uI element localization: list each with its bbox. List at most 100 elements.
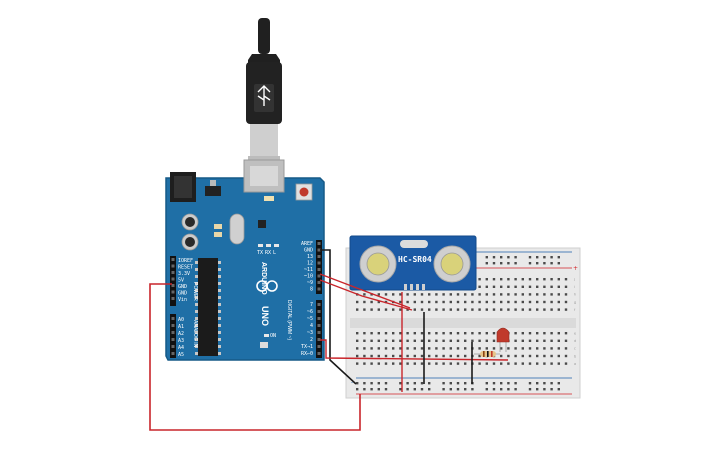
breadboard-hole[interactable] bbox=[392, 347, 395, 350]
breadboard-hole[interactable] bbox=[550, 285, 553, 288]
breadboard-hole[interactable] bbox=[456, 347, 460, 350]
breadboard-hole[interactable] bbox=[521, 332, 524, 335]
breadboard-hole[interactable] bbox=[471, 293, 474, 296]
breadboard-hole[interactable] bbox=[550, 382, 553, 385]
breadboard-hole[interactable] bbox=[363, 388, 366, 391]
breadboard-hole[interactable] bbox=[550, 293, 553, 296]
breadboard-hole[interactable] bbox=[492, 256, 496, 259]
breadboard-hole[interactable] bbox=[471, 332, 474, 335]
breadboard-hole[interactable] bbox=[435, 293, 438, 296]
breadboard-hole[interactable] bbox=[528, 262, 532, 265]
breadboard-hole[interactable] bbox=[500, 308, 503, 311]
breadboard-hole[interactable] bbox=[384, 388, 388, 391]
breadboard-hole[interactable] bbox=[507, 293, 510, 296]
breadboard-hole[interactable] bbox=[406, 308, 409, 311]
breadboard-hole[interactable] bbox=[370, 308, 373, 311]
breadboard-hole[interactable] bbox=[507, 388, 510, 391]
breadboard-hole[interactable] bbox=[528, 347, 532, 350]
analog-pin[interactable] bbox=[171, 331, 175, 334]
analog-pin[interactable] bbox=[171, 317, 175, 320]
wire-gnd-black[interactable] bbox=[320, 249, 357, 385]
breadboard-hole[interactable] bbox=[428, 300, 431, 304]
breadboard-hole[interactable] bbox=[557, 300, 560, 304]
breadboard-hole[interactable] bbox=[543, 285, 546, 288]
breadboard-hole[interactable] bbox=[449, 347, 452, 350]
breadboard-hole[interactable] bbox=[363, 354, 366, 358]
breadboard-hole[interactable] bbox=[356, 354, 359, 358]
breadboard-hole[interactable] bbox=[370, 388, 373, 391]
digital-pin[interactable] bbox=[317, 345, 321, 348]
breadboard-hole[interactable] bbox=[550, 278, 553, 281]
breadboard-hole[interactable] bbox=[420, 300, 424, 304]
breadboard-hole[interactable] bbox=[550, 332, 553, 335]
digital-pin[interactable] bbox=[317, 261, 321, 265]
breadboard-hole[interactable] bbox=[557, 382, 560, 385]
breadboard-hole[interactable] bbox=[507, 262, 510, 265]
breadboard-hole[interactable] bbox=[485, 347, 488, 350]
breadboard-hole[interactable] bbox=[492, 300, 496, 304]
breadboard-hole[interactable] bbox=[464, 339, 467, 342]
breadboard-hole[interactable] bbox=[528, 300, 532, 304]
breadboard-hole[interactable] bbox=[420, 347, 424, 350]
breadboard-hole[interactable] bbox=[356, 300, 359, 304]
analog-pin[interactable] bbox=[171, 324, 175, 327]
analog-pin[interactable] bbox=[171, 338, 175, 341]
breadboard-hole[interactable] bbox=[485, 339, 488, 342]
breadboard-hole[interactable] bbox=[536, 300, 539, 304]
breadboard-hole[interactable] bbox=[528, 332, 532, 335]
breadboard-hole[interactable] bbox=[564, 339, 568, 342]
digital-pin[interactable] bbox=[317, 338, 321, 341]
breadboard-hole[interactable] bbox=[485, 388, 488, 391]
breadboard-hole[interactable] bbox=[406, 354, 409, 358]
breadboard-hole[interactable] bbox=[413, 382, 416, 385]
breadboard-hole[interactable] bbox=[377, 308, 380, 311]
breadboard-hole[interactable] bbox=[557, 308, 560, 311]
breadboard-hole[interactable] bbox=[413, 362, 416, 365]
breadboard-hole[interactable] bbox=[485, 256, 488, 259]
digital-pin[interactable] bbox=[317, 248, 321, 252]
breadboard-hole[interactable] bbox=[557, 293, 560, 296]
breadboard-hole[interactable] bbox=[413, 308, 416, 311]
breadboard-hole[interactable] bbox=[528, 278, 532, 281]
breadboard-hole[interactable] bbox=[449, 382, 452, 385]
breadboard-hole[interactable] bbox=[492, 388, 496, 391]
breadboard-hole[interactable] bbox=[377, 347, 380, 350]
power-pin[interactable] bbox=[171, 258, 175, 261]
breadboard-hole[interactable] bbox=[399, 388, 402, 391]
breadboard-hole[interactable] bbox=[377, 293, 380, 296]
breadboard-hole[interactable] bbox=[370, 339, 373, 342]
breadboard-hole[interactable] bbox=[442, 362, 445, 365]
breadboard-hole[interactable] bbox=[356, 332, 359, 335]
breadboard-hole[interactable] bbox=[514, 382, 517, 385]
breadboard-hole[interactable] bbox=[543, 293, 546, 296]
breadboard-hole[interactable] bbox=[420, 332, 424, 335]
breadboard-hole[interactable] bbox=[500, 256, 503, 259]
breadboard-hole[interactable] bbox=[406, 339, 409, 342]
red-led[interactable] bbox=[496, 327, 510, 352]
breadboard-hole[interactable] bbox=[500, 362, 503, 365]
digital-pin[interactable] bbox=[317, 352, 321, 355]
breadboard-hole[interactable] bbox=[428, 347, 431, 350]
breadboard-hole[interactable] bbox=[564, 308, 568, 311]
breadboard-hole[interactable] bbox=[500, 285, 503, 288]
breadboard-hole[interactable] bbox=[384, 347, 388, 350]
breadboard-hole[interactable] bbox=[406, 382, 409, 385]
breadboard-hole[interactable] bbox=[485, 332, 488, 335]
breadboard-hole[interactable] bbox=[543, 262, 546, 265]
breadboard-hole[interactable] bbox=[521, 354, 524, 358]
breadboard-hole[interactable] bbox=[370, 354, 373, 358]
breadboard-hole[interactable] bbox=[449, 293, 452, 296]
breadboard-hole[interactable] bbox=[543, 347, 546, 350]
breadboard-hole[interactable] bbox=[528, 354, 532, 358]
breadboard-hole[interactable] bbox=[363, 300, 366, 304]
breadboard-hole[interactable] bbox=[492, 308, 496, 311]
breadboard-hole[interactable] bbox=[514, 278, 517, 281]
breadboard-hole[interactable] bbox=[428, 339, 431, 342]
breadboard-hole[interactable] bbox=[449, 300, 452, 304]
breadboard-hole[interactable] bbox=[384, 382, 388, 385]
breadboard-hole[interactable] bbox=[478, 293, 481, 296]
breadboard-hole[interactable] bbox=[507, 308, 510, 311]
digital-pin[interactable] bbox=[317, 310, 321, 313]
breadboard-hole[interactable] bbox=[449, 308, 452, 311]
breadboard-hole[interactable] bbox=[456, 308, 460, 311]
